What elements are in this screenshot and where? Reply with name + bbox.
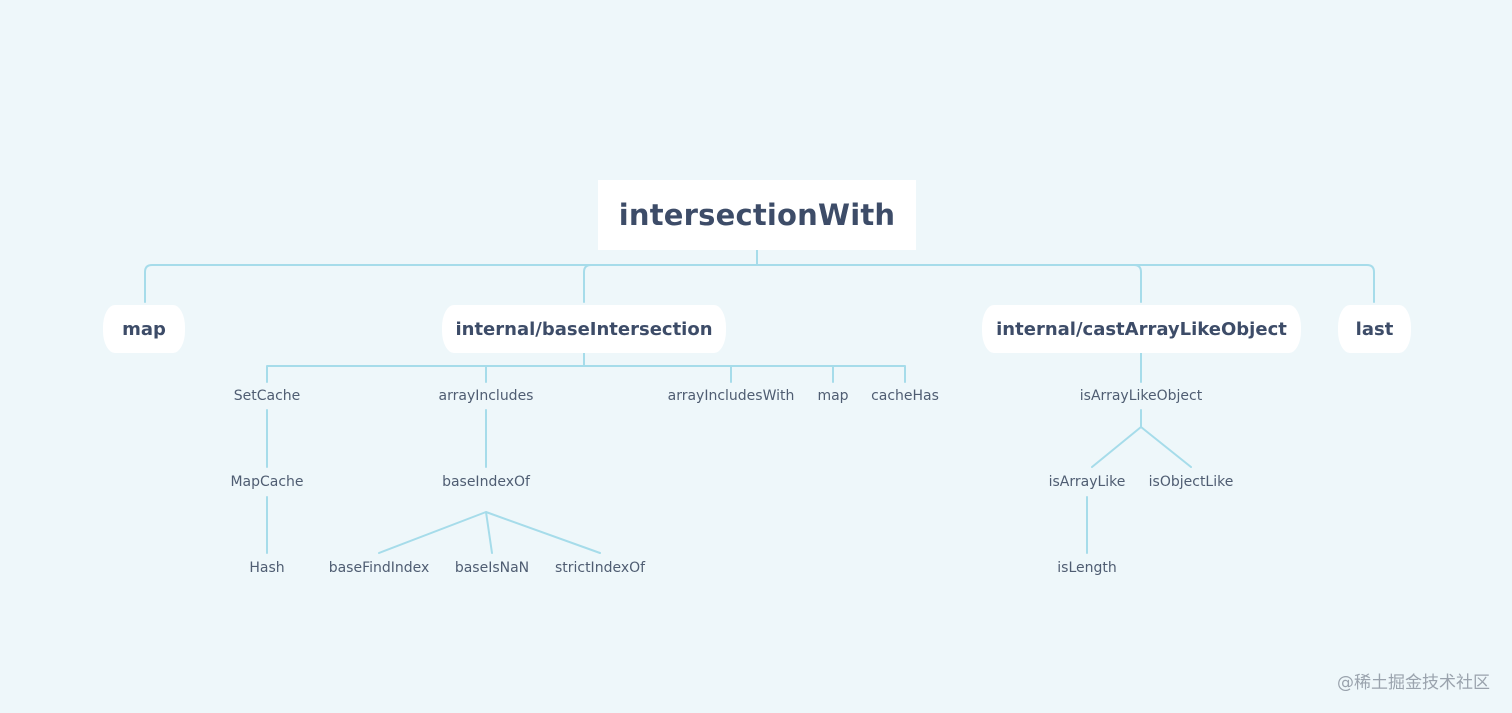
- node-cachehas: cacheHas: [871, 388, 939, 404]
- node-internal-baseintersection: internal/baseIntersection: [442, 305, 726, 353]
- node-setcache: SetCache: [233, 388, 301, 404]
- root-node-label: intersectionWith: [618, 198, 896, 232]
- node-arrayincludeswith: arrayIncludesWith: [667, 388, 795, 404]
- node-isarraylikeobject: isArrayLikeObject: [1079, 388, 1203, 404]
- node-internal-castarraylikeobject: internal/castArrayLikeObject: [982, 305, 1301, 353]
- node-internal-baseintersection-label: internal/baseIntersection: [455, 318, 713, 340]
- node-isarraylike: isArrayLike: [1048, 474, 1126, 490]
- connector-root-bus: [144, 264, 1375, 303]
- node-map: map: [103, 305, 185, 353]
- node-islength: isLength: [1057, 560, 1117, 576]
- node-arrayincludes: arrayIncludes: [438, 388, 534, 404]
- connector-root-castarraylikeobject: [1133, 264, 1142, 303]
- root-node: intersectionWith: [598, 180, 916, 250]
- connector-root-baseintersection: [583, 264, 592, 303]
- node-mapcache: MapCache: [230, 474, 304, 490]
- node-baseisnan: baseIsNaN: [454, 560, 530, 576]
- node-hash: Hash: [249, 560, 285, 576]
- watermark: @稀土掘金技术社区: [1337, 673, 1490, 693]
- node-map-child: map: [817, 388, 849, 404]
- connector-baseindexof-children: [378, 511, 601, 554]
- node-baseindexof: baseIndexOf: [442, 474, 530, 490]
- node-internal-castarraylikeobject-label: internal/castArrayLikeObject: [996, 318, 1287, 340]
- node-last: last: [1338, 305, 1411, 353]
- node-strictindexof: strictIndexOf: [554, 560, 646, 576]
- connector-isarraylikeobject-children: [1091, 409, 1192, 468]
- node-basefindindex: baseFindIndex: [328, 560, 430, 576]
- node-map-label: map: [122, 318, 166, 340]
- node-isobjectlike: isObjectLike: [1148, 474, 1234, 490]
- connector-baseintersection-bus: [266, 365, 906, 383]
- node-last-label: last: [1355, 318, 1394, 340]
